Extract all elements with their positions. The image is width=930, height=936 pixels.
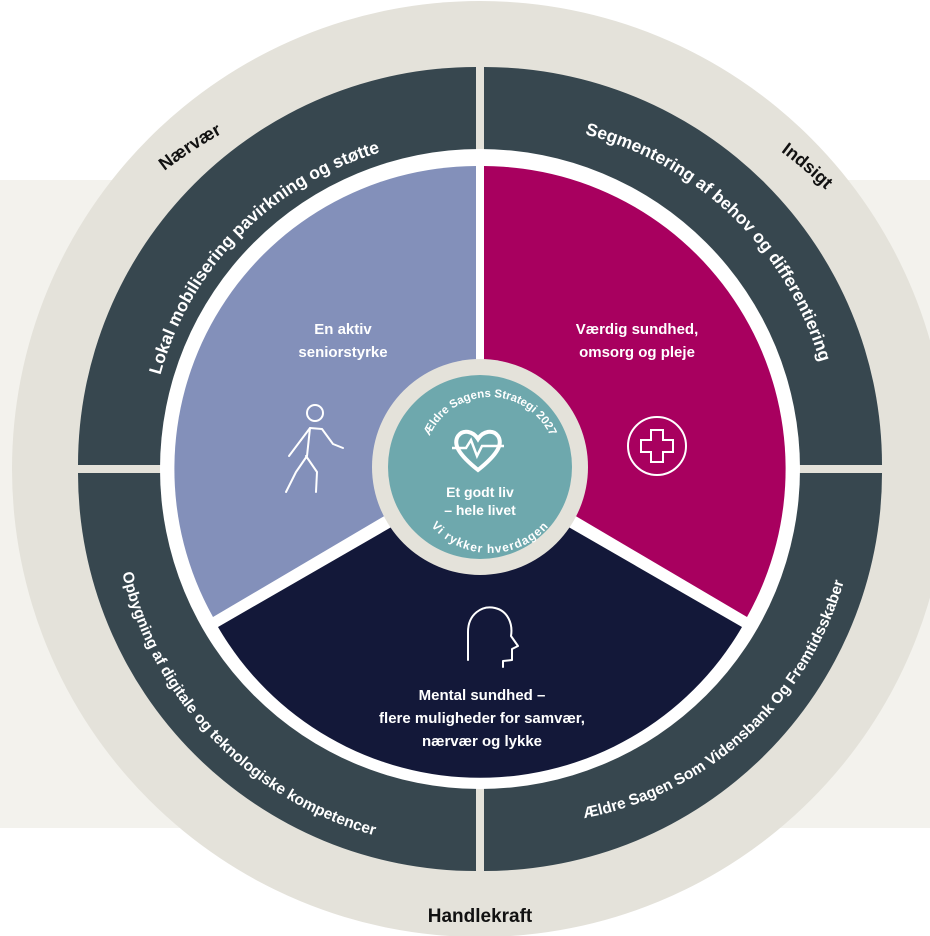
segment-mental-line2: flere muligheder for samvær,: [379, 710, 585, 727]
heart-pulse-icon: [452, 429, 504, 473]
walking-person-icon: [285, 404, 344, 493]
center-title-line2: – hele livet: [444, 502, 516, 518]
segment-aktiv-line1: En aktiv: [314, 321, 372, 338]
medical-cross-icon: [627, 416, 687, 476]
segment-sundhed-line1: Værdig sundhed,: [576, 321, 699, 338]
head-profile-icon: [467, 606, 519, 668]
pillar-label-handlekraft: Handlekraft: [428, 906, 533, 927]
segment-mental-line1: Mental sundhed –: [419, 687, 546, 704]
center-title-line1: Et godt liv: [446, 484, 514, 500]
segment-sundhed-line2: omsorg og pleje: [579, 344, 695, 361]
segment-aktiv-line2: seniorstyrke: [298, 344, 387, 361]
segment-mental-line3: nærvær og lykke: [422, 733, 542, 750]
segment-mental[interactable]: [218, 476, 742, 778]
